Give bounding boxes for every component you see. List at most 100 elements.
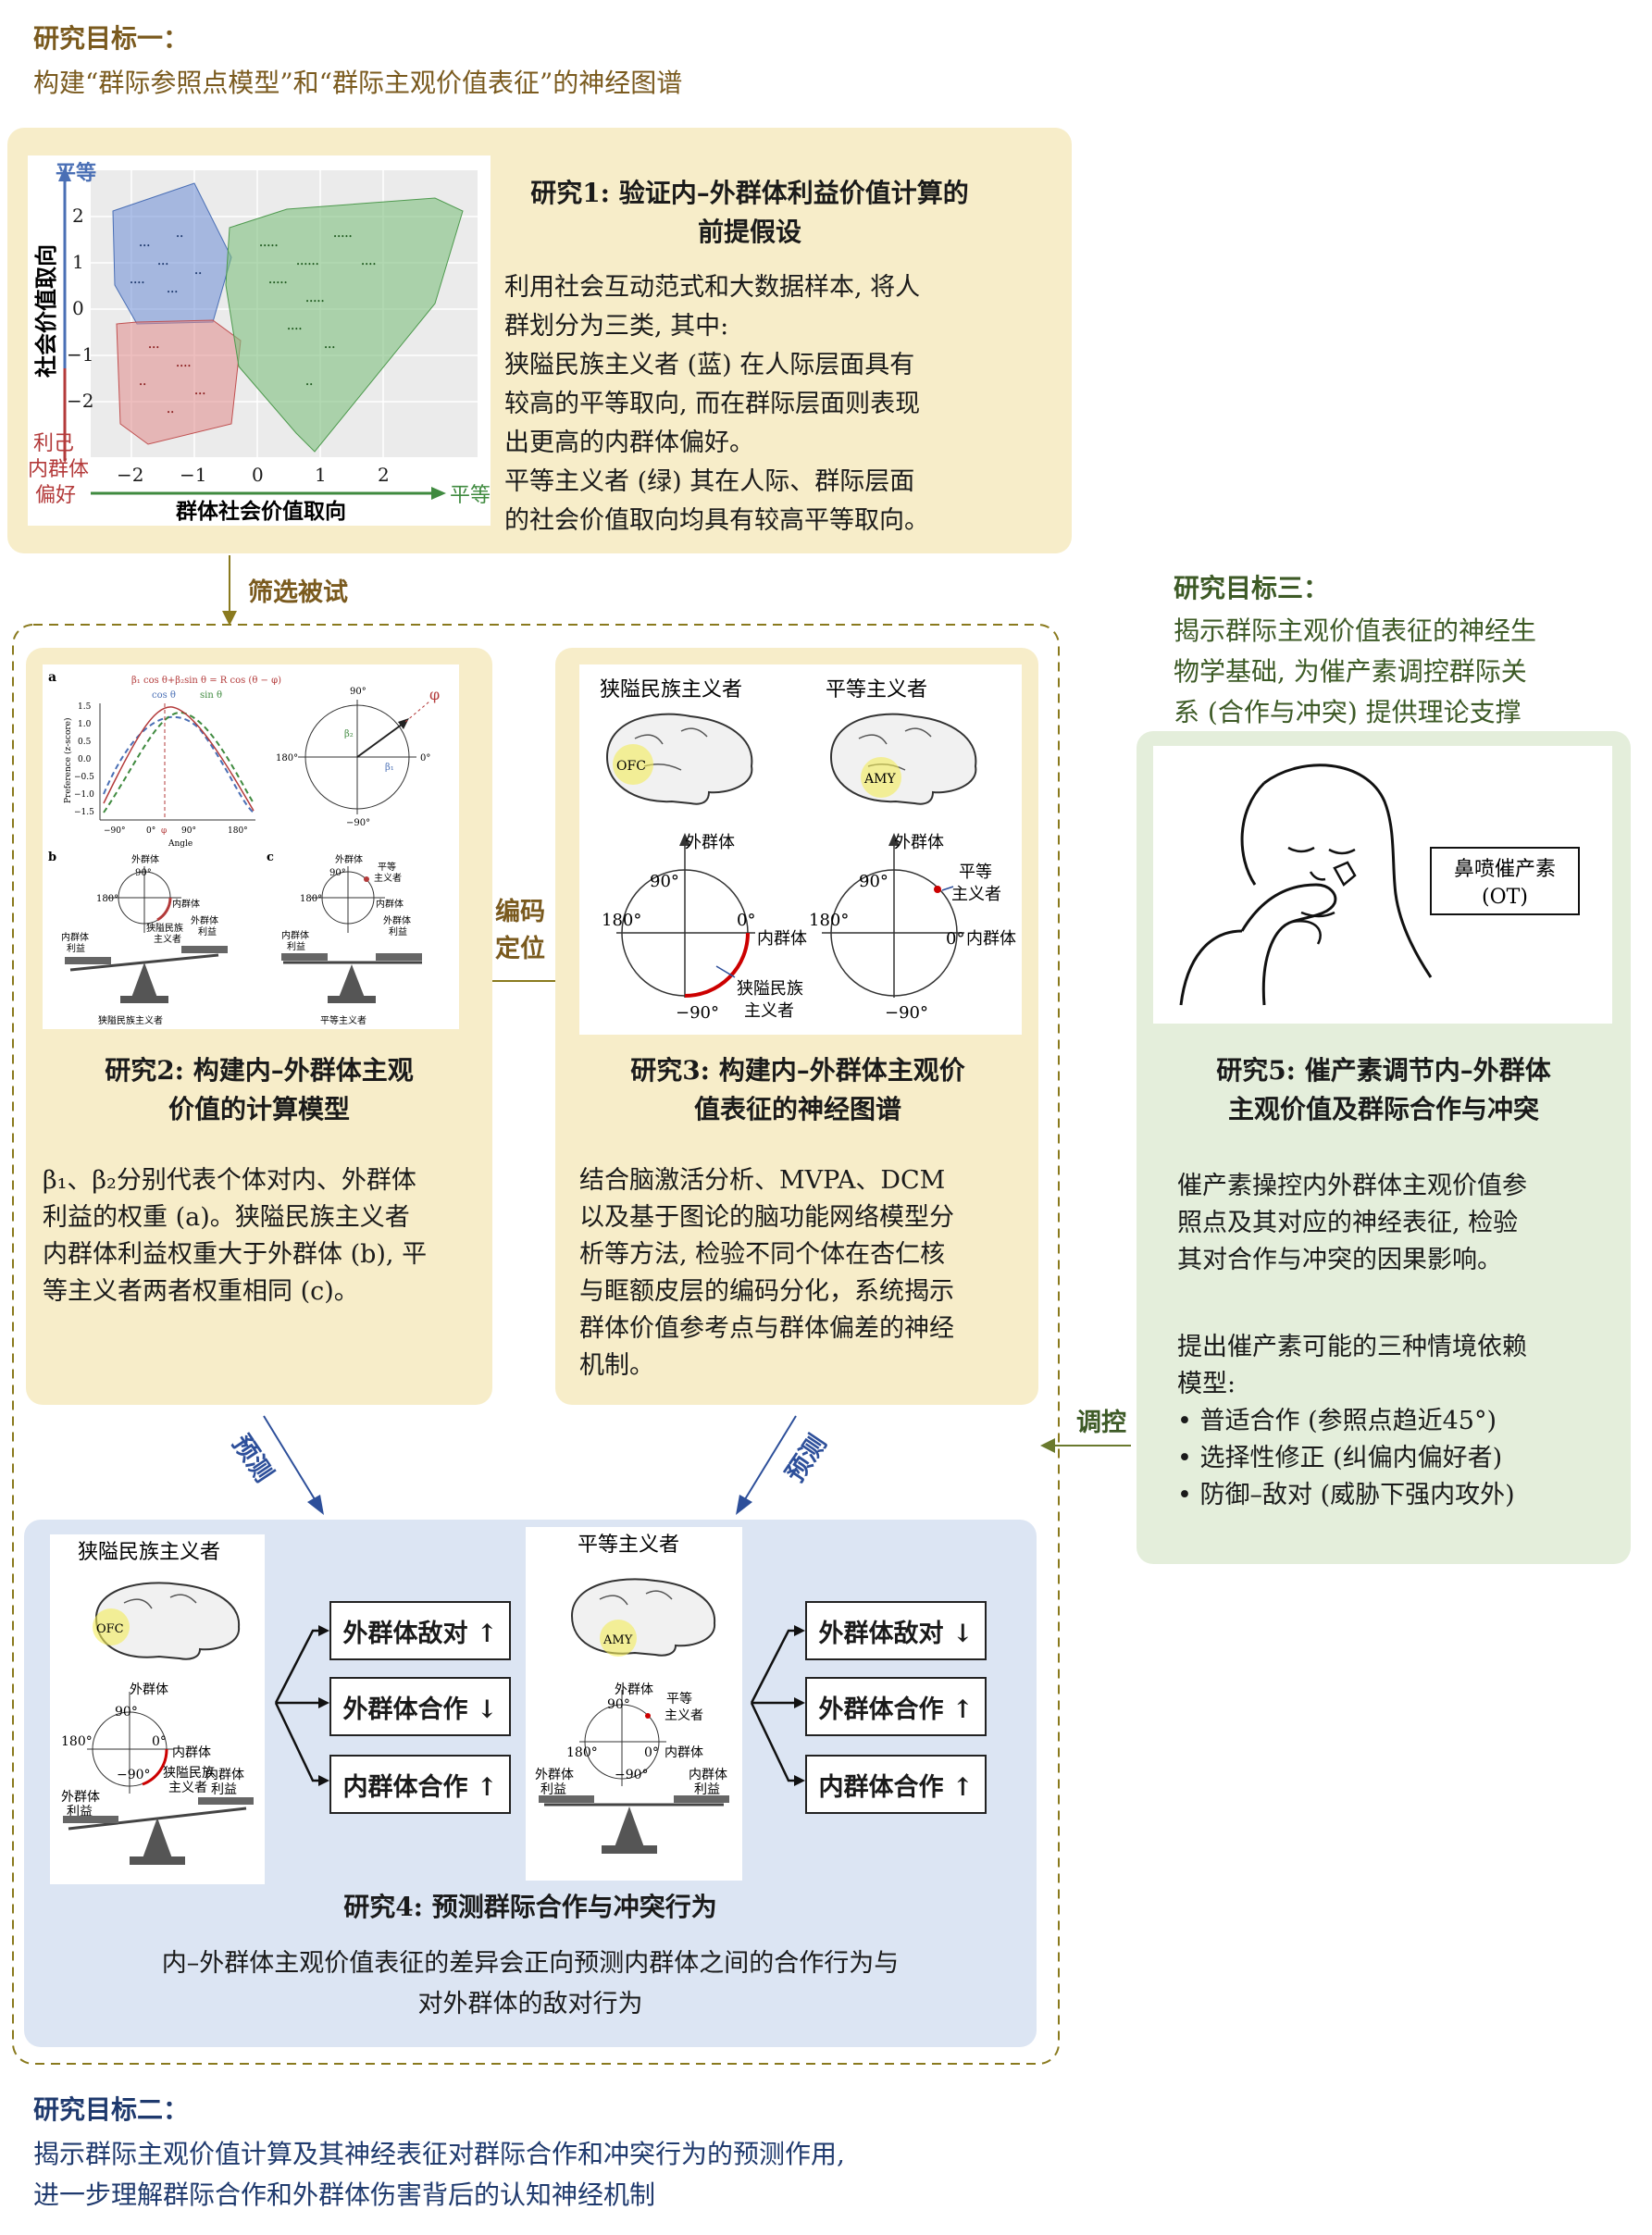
svg-text:主义者: 主义者: [665, 1708, 703, 1723]
svg-text:内群体: 内群体: [665, 1745, 703, 1760]
svg-text:OFC: OFC: [96, 1622, 124, 1636]
svg-text:−1.0: −1.0: [74, 790, 94, 800]
y-bottom-label: 内群体: [28, 458, 89, 481]
svg-text:平等主义者: 平等主义者: [826, 678, 927, 702]
svg-text:Preference (z-score): Preference (z-score): [63, 717, 73, 803]
study4-title: 研究4: 预测群际合作与冲突行为: [343, 1892, 717, 1922]
svg-text:内群体: 内群体: [757, 929, 807, 949]
svg-text:a: a: [48, 670, 56, 685]
svg-text:主义者: 主义者: [744, 1001, 794, 1021]
svg-text:AMY: AMY: [863, 772, 896, 787]
y-bottom-label: 偏好: [35, 484, 76, 507]
svg-text:内群体: 内群体: [376, 898, 404, 910]
svg-text:平等: 平等: [666, 1691, 692, 1707]
svg-text:90°: 90°: [650, 872, 679, 891]
study5-title: 研究5: 催产素调节内–外群体主观价值及群际合作与冲突: [1216, 1055, 1551, 1124]
right-circle: 外群体 90° 180° 0° 内群体 −90° 平等 主义者: [809, 833, 1016, 1023]
x-tick: −1: [180, 464, 206, 486]
y-axis-label: 社会价值取向: [32, 244, 59, 378]
svg-text:外群体: 外群体: [535, 1768, 574, 1782]
svg-text:180°: 180°: [809, 911, 849, 930]
study3-title: 研究3: 构建内–外群体主观价值表征的神经图谱: [630, 1055, 965, 1124]
goal1-text: 构建“群际参照点模型”和“群际主观价值表征”的神经图谱: [33, 68, 683, 98]
svg-text:主义者: 主义者: [154, 934, 181, 945]
svg-text:•••: •••: [139, 242, 150, 250]
svg-text:−90°: −90°: [676, 1003, 719, 1023]
svg-text:AMY: AMY: [602, 1633, 633, 1647]
x-axis-label: 群体社会价值取向: [175, 499, 346, 524]
x-tick: 1: [315, 464, 327, 486]
svg-text:0°: 0°: [946, 929, 964, 949]
svg-text:外群体: 外群体: [131, 853, 159, 865]
svg-text:sin θ: sin θ: [200, 690, 222, 701]
svg-text:0.5: 0.5: [78, 738, 92, 747]
svg-text:•••: •••: [194, 391, 205, 398]
svg-text:••: ••: [176, 233, 183, 241]
outcome-left-2: 外群体合作 ↓: [329, 1677, 511, 1736]
svg-text:β₂: β₂: [344, 729, 354, 739]
study1-chart: •••••••••• ••••••• ••••••••• ••••• •••••…: [28, 155, 491, 526]
outcome-right-1: 外群体敌对 ↓: [805, 1601, 987, 1660]
svg-text:外群体: 外群体: [894, 833, 944, 852]
svg-text:外群体: 外群体: [335, 853, 363, 865]
outcome-right-2: 外群体合作 ↑: [805, 1677, 987, 1736]
x-tick: 2: [378, 464, 390, 486]
study2-figure: a β₁ cos θ+β₂sin θ = R cos (θ − φ) cos θ…: [43, 664, 459, 1029]
svg-text:OFC: OFC: [616, 759, 646, 774]
svg-text:狭隘民族: 狭隘民族: [146, 922, 183, 934]
svg-text:狭隘民族主义者: 狭隘民族主义者: [600, 678, 742, 702]
svg-text:狭隘民族主义者: 狭隘民族主义者: [78, 1541, 220, 1564]
svg-text:利益: 利益: [694, 1782, 720, 1797]
y-tick: −2: [67, 390, 93, 412]
bullet-item: • 普适合作 (参照点趋近45°): [1177, 1407, 1497, 1435]
svg-text:主义者: 主义者: [374, 873, 402, 884]
svg-text:90°: 90°: [115, 1705, 138, 1720]
svg-text:••: ••: [167, 409, 174, 416]
svg-text:狭隘民族主义者: 狭隘民族主义者: [98, 1014, 163, 1026]
svg-text:−90°: −90°: [615, 1768, 649, 1782]
goal3-title: 研究目标三：: [1174, 573, 1330, 603]
x-tick: 0: [252, 464, 264, 486]
svg-text:平等主义者: 平等主义者: [578, 1533, 679, 1557]
svg-text:外群体: 外群体: [685, 833, 735, 852]
study4-body: 内–外群体主观价值表征的差异会正向预测内群体之间的合作行为与对外群体的敌对行为: [161, 1949, 900, 2018]
svg-text:φ: φ: [161, 826, 167, 836]
svg-text:外群体: 外群体: [383, 914, 411, 926]
x-right-label: 平等: [450, 484, 491, 507]
y-tick: 0: [72, 297, 84, 319]
svg-text:180°: 180°: [228, 826, 248, 836]
ot-label: 鼻喷催产素: [1454, 858, 1556, 881]
svg-text:−90°: −90°: [346, 818, 370, 828]
outcome-right-3: 内群体合作 ↑: [805, 1755, 987, 1814]
svg-text:••••: ••••: [287, 326, 303, 333]
svg-text:利益: 利益: [540, 1782, 566, 1797]
study5-figure: 鼻喷催产素 (OT): [1153, 746, 1612, 1024]
svg-text:内群体: 内群体: [172, 898, 200, 910]
svg-text:180°: 180°: [276, 753, 298, 764]
goal2-title: 研究目标二：: [33, 2094, 190, 2125]
red-cluster: [116, 319, 242, 445]
svg-text:平等主义者: 平等主义者: [320, 1014, 366, 1026]
svg-text:−1.5: −1.5: [74, 808, 94, 817]
svg-text:平等: 平等: [959, 863, 992, 882]
goal3-text: 揭示群际主观价值表征的神经生物学基础, 为催产素调控群际关系 (合作与冲突) 提…: [1174, 615, 1537, 727]
study4-left-figure: 狭隘民族主义者 OFC 外群体 90° 180° 0° 内群体 −90° 狭隘民…: [50, 1534, 265, 1884]
study2-title: 研究2: 构建内–外群体主观价值的计算模型: [105, 1055, 414, 1124]
svg-text:••: ••: [305, 381, 313, 389]
svg-text:内群体: 内群体: [172, 1745, 211, 1760]
svg-text:••••: ••••: [130, 279, 145, 287]
goal2-text: 揭示群际主观价值计算及其神经表征对群际合作和冲突行为的预测作用,进一步理解群际合…: [33, 2139, 845, 2210]
svg-text:狭隘民族: 狭隘民族: [163, 1766, 215, 1781]
svg-text:b: b: [48, 851, 56, 864]
svg-text:利益: 利益: [389, 925, 407, 937]
x-tick: −2: [117, 464, 143, 486]
svg-text:cos θ: cos θ: [152, 690, 176, 701]
study1-title: 研究1: 验证内–外群体利益价值计算的前提假设: [530, 178, 969, 247]
green-cluster: [225, 197, 464, 453]
svg-text:外群体: 外群体: [191, 914, 218, 926]
left-circle: 外群体 90° 180° 0° 内群体 −90° 狭隘民族 主义者: [602, 833, 807, 1023]
svg-text:1.5: 1.5: [78, 702, 92, 712]
panel-c: 外群体 90° 180° 内群体 平等 主义者 内群体 利益 外群体 利益 平等…: [281, 853, 422, 1026]
svg-text:180°: 180°: [566, 1745, 598, 1760]
